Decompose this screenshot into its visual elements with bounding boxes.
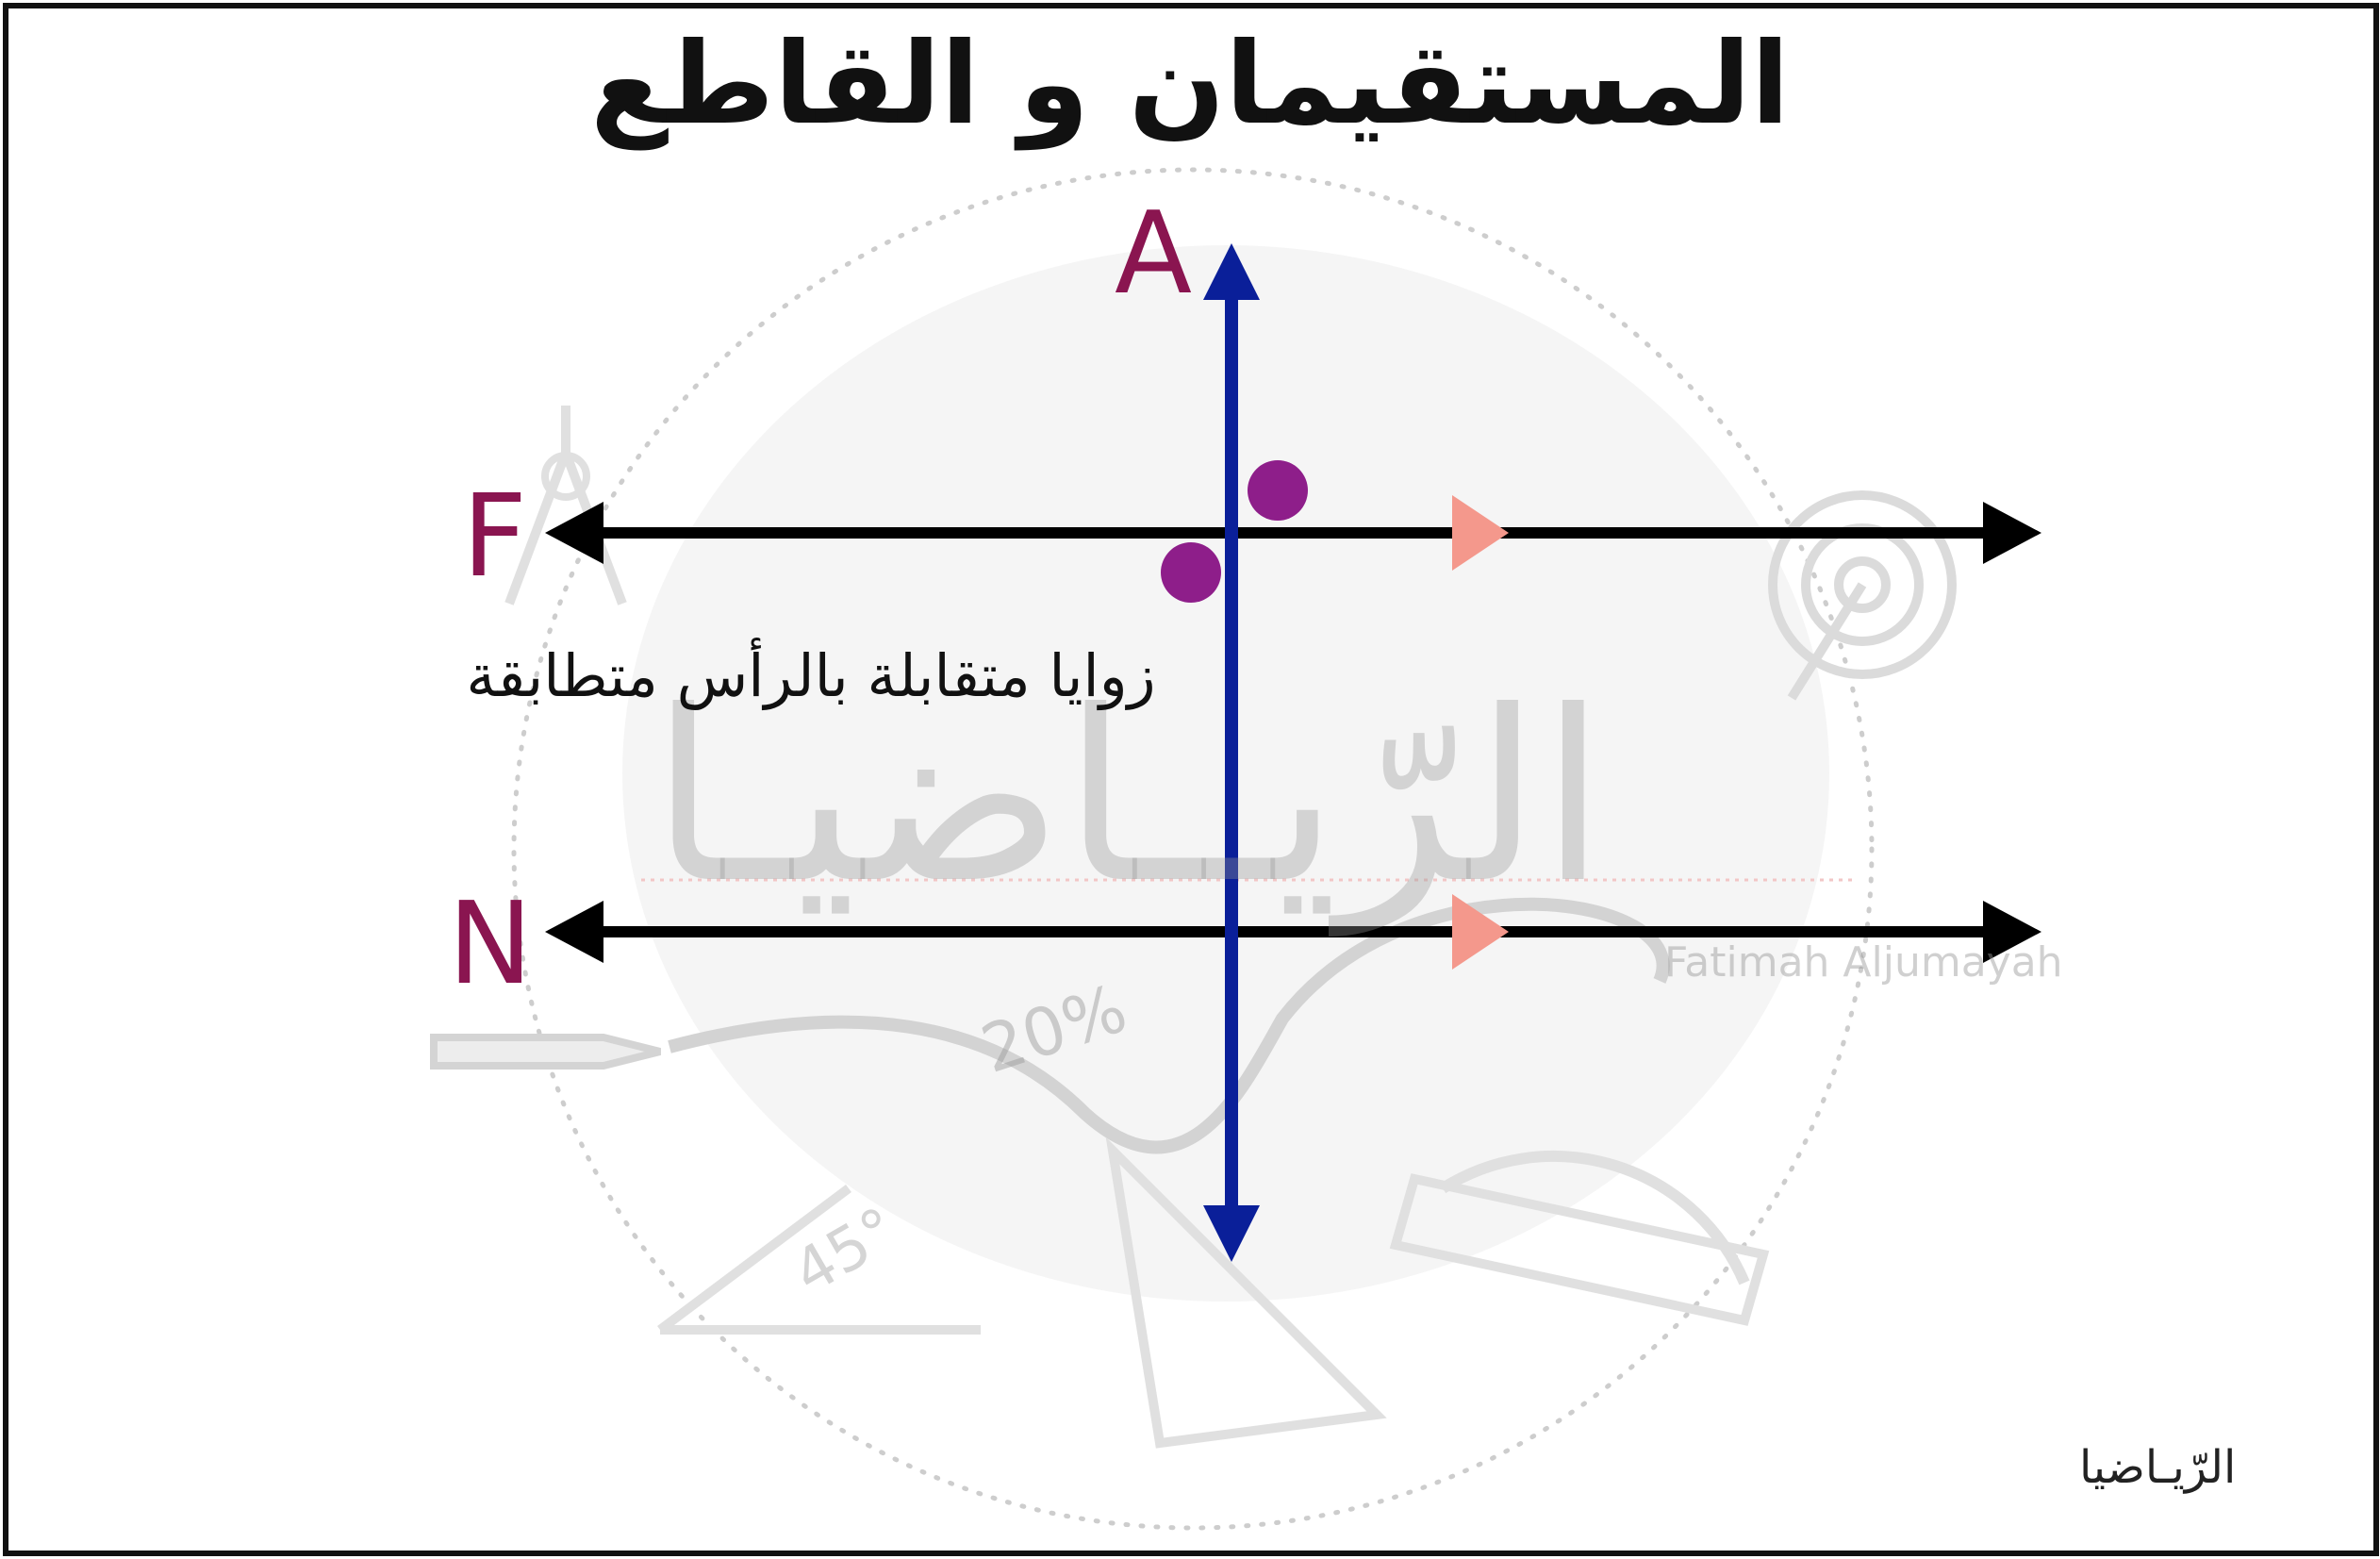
angle-marker-upper-right [1248, 460, 1308, 521]
target-icon [1768, 490, 1957, 679]
compass-hinge [541, 452, 590, 501]
angle-sketch-icon [657, 1185, 981, 1335]
angle-marker-lower-left [1161, 542, 1221, 603]
line-f [545, 495, 2041, 571]
page-title: المستقيمان و القاطع [590, 19, 1790, 150]
line-n-parallel-mark [1452, 894, 1509, 970]
watermark-brand-text: الرّيــاضيـا [651, 660, 1606, 935]
watermark-dotted-circle [511, 167, 1875, 1531]
label-transversal-a: A [1115, 189, 1193, 320]
line-n-right-arrowhead [1983, 901, 2041, 963]
line-f-left-arrowhead [545, 502, 603, 564]
arrow-icon [1787, 582, 1867, 701]
target-icon-center [1834, 556, 1891, 613]
watermark-author-text: Fatimah Aljumayah [1664, 938, 2063, 987]
transversal-a [1203, 243, 1260, 1262]
protractor-icon [1439, 1150, 1750, 1285]
line-n [545, 894, 2041, 970]
label-line-f: F [462, 472, 528, 603]
pencil-hand-icon [430, 1034, 661, 1070]
transversal-a-bottom-arrowhead [1203, 1205, 1260, 1262]
line-f-parallel-mark [1452, 495, 1509, 571]
brand-logo: الرّيـاضيا [2079, 1441, 2237, 1494]
vertical-angles-caption: زوايا متقابلة بالرأس متطابقة [466, 641, 1156, 710]
set-square-icon [1105, 1136, 1387, 1449]
ruler-icon [1389, 1173, 1770, 1326]
transversal-a-top-arrowhead [1203, 243, 1260, 300]
line-n-left-arrowhead [545, 901, 603, 963]
line-f-right-arrowhead [1983, 502, 2041, 564]
squiggle-line [668, 897, 1670, 1154]
label-line-n: N [448, 879, 533, 1010]
slide-border [3, 3, 2379, 1556]
